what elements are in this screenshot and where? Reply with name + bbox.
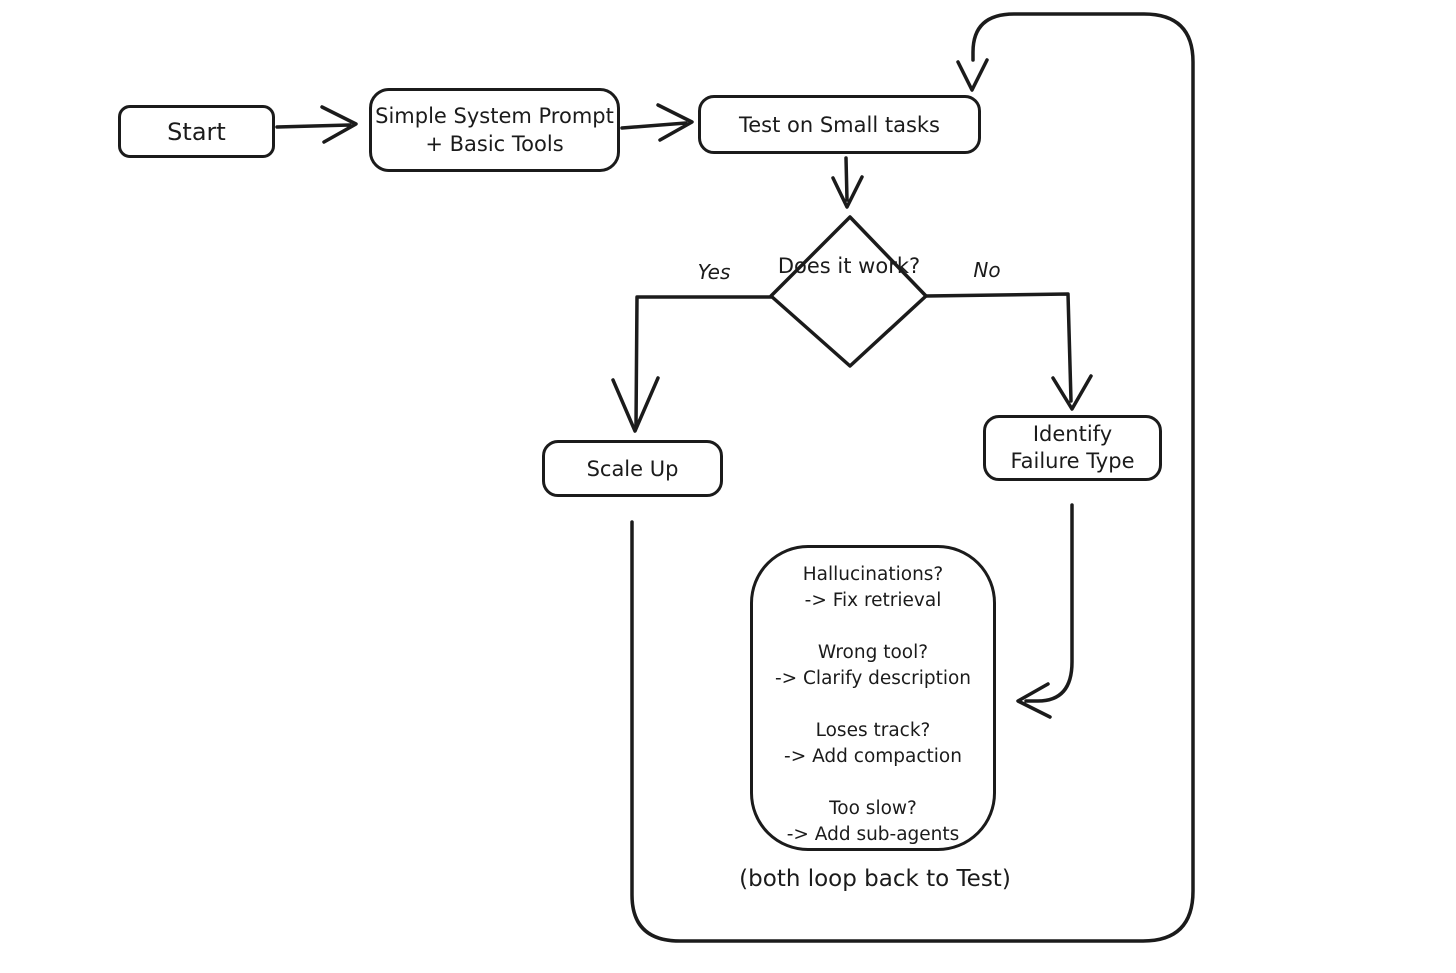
node-scale-up: Scale Up [542, 440, 723, 497]
failure-item-wrong-tool: Wrong tool? -> Clarify description [775, 640, 971, 692]
edge-label-no: No [973, 258, 1001, 282]
decision-diamond [769, 215, 928, 368]
edge-label-yes: Yes [697, 260, 731, 284]
decision-line2: it work? [837, 254, 921, 278]
failure-item-hallucinations: Hallucinations? -> Fix retrieval [803, 562, 944, 614]
node-system-prompt: Simple System Prompt + Basic Tools [369, 88, 620, 172]
node-scale-up-label: Scale Up [586, 456, 679, 481]
node-identify-line1: Identify [1032, 422, 1113, 446]
failure-item-too-slow: Too slow? -> Add sub-agents [787, 796, 960, 848]
failure-action: -> Add compaction [784, 746, 962, 767]
failure-action: -> Fix retrieval [804, 590, 942, 611]
node-identify-line2: Failure Type [1010, 449, 1135, 473]
decision-line1: Does [777, 254, 831, 278]
node-system-prompt-line1: Simple System Prompt [375, 104, 614, 128]
failure-action: -> Add sub-agents [786, 824, 960, 845]
arrow-prompt-to-test [620, 103, 694, 142]
node-test-label: Test on Small tasks [738, 112, 940, 137]
failure-types-box: Hallucinations? -> Fix retrieval Wrong t… [750, 545, 996, 851]
no-branch-arrow [924, 292, 1093, 411]
failure-question: Wrong tool? [817, 642, 929, 663]
arrow-start-to-prompt [275, 105, 358, 144]
failure-question: Hallucinations? [802, 564, 944, 585]
yes-branch-arrow [611, 295, 773, 433]
failure-item-loses-track: Loses track? -> Add compaction [784, 718, 962, 770]
failure-question: Loses track? [815, 720, 931, 741]
failure-action: -> Clarify description [774, 668, 972, 689]
loop-back-note: (both loop back to Test) [739, 866, 1011, 892]
node-system-prompt-line2: + Basic Tools [425, 132, 564, 156]
node-test-on-small-tasks: Test on Small tasks [698, 95, 981, 154]
loop-back-path [630, 12, 1195, 943]
failure-question: Too slow? [829, 798, 917, 819]
node-start: Start [118, 105, 275, 158]
node-start-label: Start [167, 117, 226, 146]
node-identify-failure-type: Identify Failure Type [983, 415, 1162, 481]
identify-to-failures-arrow [1016, 503, 1074, 719]
arrow-test-to-decision [831, 156, 864, 209]
decision-label: Does it work? [774, 252, 924, 280]
